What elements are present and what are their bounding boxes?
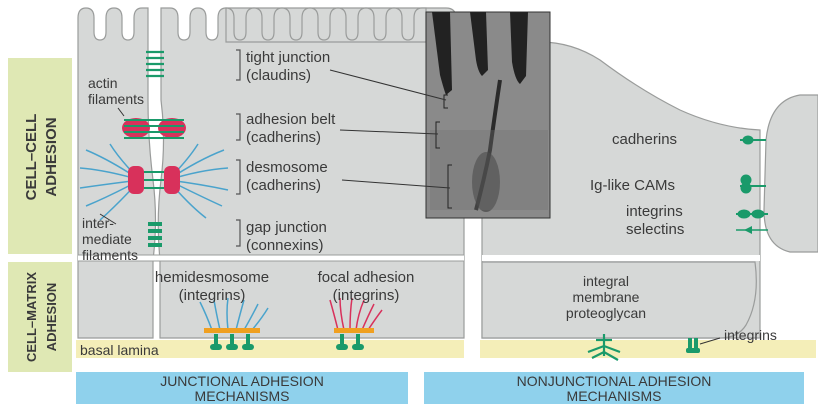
cell-matrix-label-2: ADHESION: [44, 283, 59, 352]
intermediate-label-3: filaments: [82, 247, 138, 263]
integrins-bottom-label: integrins: [724, 327, 777, 343]
tight-junction-label-2: (claudins): [246, 67, 311, 84]
proteoglycan-label-1: integral: [583, 273, 629, 289]
cell-cell-label-2: ADHESION: [43, 117, 60, 196]
cell-matrix-label-1: CELL–MATRIX: [24, 272, 39, 362]
adhesion-belt-label-2: (cadherins): [246, 129, 321, 146]
hemidesmosome-label-1: hemidesmosome: [155, 269, 269, 286]
focal-adhesion-label-1: focal adhesion: [318, 269, 415, 286]
focal-adhesion-label-2: (integrins): [333, 287, 400, 304]
adhesion-belt: [122, 118, 186, 138]
intermediate-label-1: inter-: [82, 215, 114, 231]
nonjunctional-banner-line-2: MECHANISMS: [567, 388, 662, 404]
junctional-banner-line-1: JUNCTIONAL ADHESION: [160, 373, 324, 389]
far-right-cell: [764, 95, 818, 252]
cell-matrix-band: [8, 262, 72, 372]
proteoglycan-label-2: membrane: [573, 289, 640, 305]
desmosome-label-2: (cadherins): [246, 177, 321, 194]
gap-junction-label-1: gap junction: [246, 219, 327, 236]
adhesion-belt-label-1: adhesion belt: [246, 111, 336, 128]
nonjunctional-banner-line-1: NONJUNCTIONAL ADHESION: [517, 373, 712, 389]
junctional-banner-line-2: MECHANISMS: [195, 388, 290, 404]
cell-cell-band: [8, 58, 72, 254]
hemidesmosome-label-2: (integrins): [179, 287, 246, 304]
cadherins-label: cadherins: [612, 131, 677, 148]
intermediate-label-2: mediate: [82, 231, 132, 247]
gap-junction-label-2: (connexins): [246, 237, 324, 254]
desmosome-label-1: desmosome: [246, 159, 328, 176]
actin-label-1: actin: [88, 75, 118, 91]
actin-label-2: filaments: [88, 91, 144, 107]
tight-junction-label-1: tight junction: [246, 49, 330, 66]
proteoglycan-label-3: proteoglycan: [566, 305, 646, 321]
cell-cell-label-1: CELL–CELL: [23, 114, 40, 201]
integrins-label: integrins: [626, 203, 683, 220]
selectins-label: selectins: [626, 221, 684, 238]
ig-cams-label: Ig-like CAMs: [590, 177, 675, 194]
basal-lamina-label: basal lamina: [80, 342, 159, 358]
